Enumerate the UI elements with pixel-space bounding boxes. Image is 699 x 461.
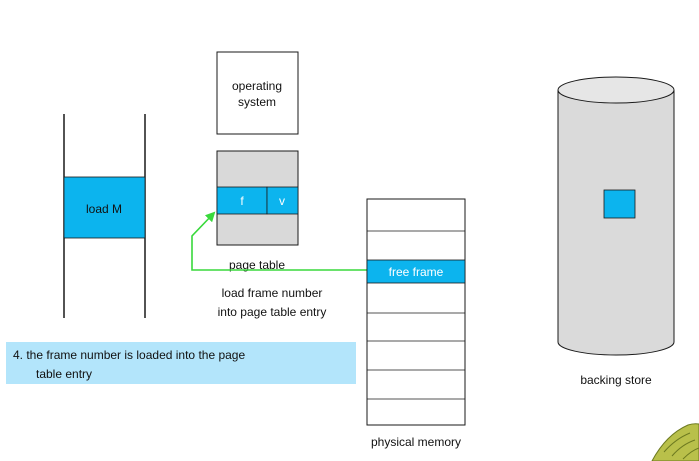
operating-system-box	[216, 51, 299, 135]
frame-number-label: f	[240, 194, 244, 208]
stored-page-block	[603, 189, 636, 219]
step-note-box	[6, 342, 356, 384]
physical-memory-caption: physical memory	[371, 435, 461, 449]
step-caption-line2: into page table entry	[218, 305, 327, 319]
physical-memory: free frame physical memory	[366, 198, 466, 449]
logical-memory: load M	[63, 114, 146, 318]
physical-memory-box	[366, 198, 466, 426]
step-caption-line1: load frame number	[222, 286, 323, 300]
operating-system-label-line1: operating	[232, 79, 282, 93]
step-note-line2: table entry	[36, 367, 92, 381]
operating-system: operating system	[216, 51, 299, 135]
operating-system-label-line2: system	[238, 95, 276, 109]
backing-store-cylinder-top	[557, 76, 675, 104]
load-m-label: load M	[86, 202, 122, 216]
step-note-line1: 4. the frame number is loaded into the p…	[13, 348, 245, 362]
dinosaur-mascot-graphic	[651, 423, 699, 461]
backing-store: backing store	[557, 76, 675, 387]
page-table-caption: page table	[229, 258, 285, 272]
page-table-valid-cell	[266, 186, 299, 215]
page-table: f v page table	[216, 150, 299, 272]
frame-to-page-table-arrow	[191, 211, 367, 271]
backing-store-caption: backing store	[580, 373, 652, 387]
step-note: 4. the frame number is loaded into the p…	[6, 342, 356, 384]
backing-store-cylinder-body	[557, 90, 675, 356]
free-frame-label: free frame	[389, 265, 444, 279]
valid-bit-label: v	[279, 194, 285, 208]
step-caption: load frame number into page table entry	[218, 286, 327, 319]
free-frame	[366, 259, 466, 284]
load-m-instruction-block	[63, 176, 146, 239]
page-table-frame-cell	[216, 186, 268, 215]
